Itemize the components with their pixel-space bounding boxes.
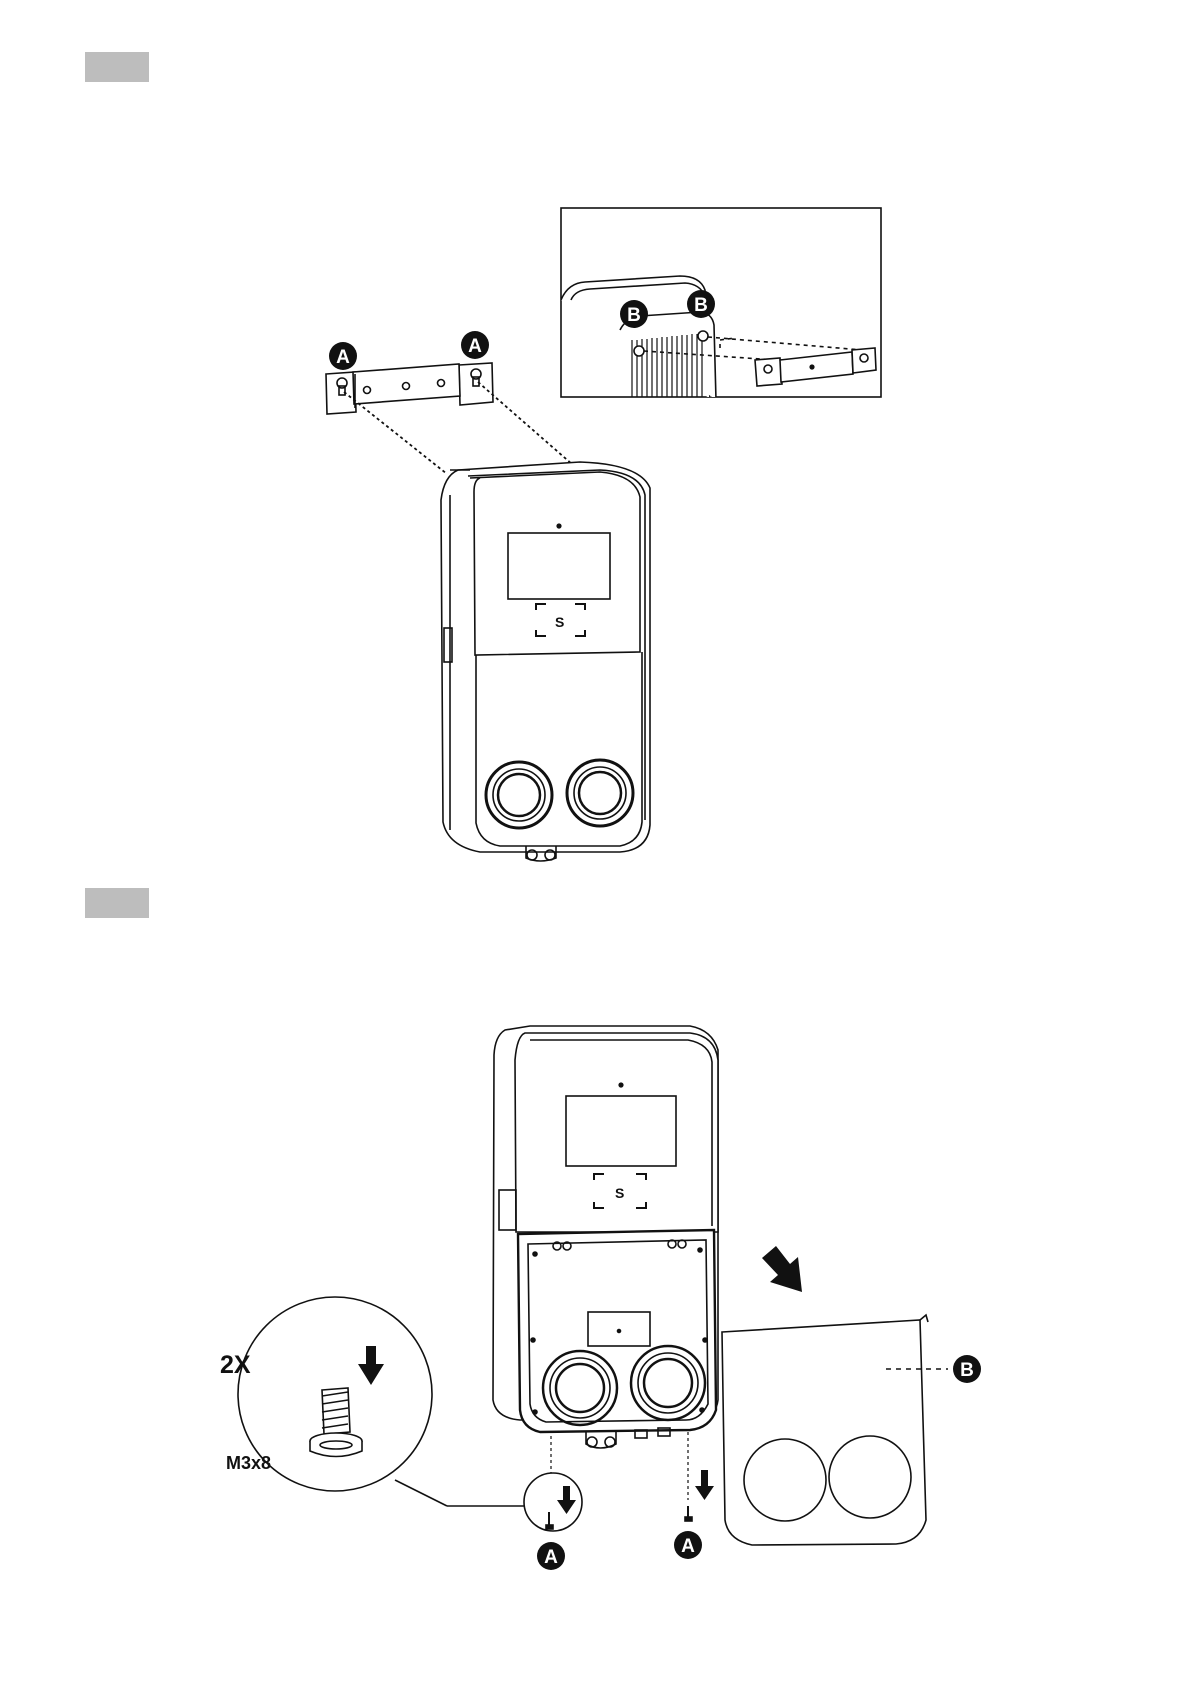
- svg-text:S: S: [555, 614, 564, 630]
- callout-b-inset-right: B: [687, 290, 715, 318]
- callout-a-screw-right: A: [674, 1531, 702, 1559]
- callout-b-cover: B: [953, 1355, 981, 1383]
- svg-text:A: A: [544, 1547, 558, 1568]
- svg-text:S: S: [615, 1185, 624, 1201]
- down-arrow-right-screw-icon: [695, 1470, 714, 1500]
- inset-detail: [561, 208, 881, 400]
- quantity-label: 2X: [220, 1351, 251, 1379]
- svg-text:B: B: [960, 1360, 974, 1381]
- diagonal-arrow-icon: [762, 1246, 802, 1292]
- svg-text:B: B: [627, 305, 641, 326]
- svg-text:A: A: [336, 347, 350, 368]
- callout-a-screw-left: A: [537, 1542, 565, 1570]
- svg-text:A: A: [681, 1536, 695, 1557]
- callout-b-inset-left: B: [620, 300, 648, 328]
- figure-2-cover-removal: S: [238, 1026, 948, 1545]
- svg-text:B: B: [694, 295, 708, 316]
- front-cover-panel: [722, 1315, 948, 1545]
- callout-a-left: A: [329, 342, 357, 370]
- screw-size-label: M3x8: [226, 1453, 271, 1473]
- small-screw-right-icon: [685, 1506, 692, 1521]
- charger-unit-2: S: [493, 1026, 718, 1448]
- svg-text:A: A: [468, 336, 482, 357]
- mounting-bracket: [326, 363, 493, 414]
- figure-1-wall-mounting: S: [326, 208, 881, 861]
- charger-unit-1: S: [441, 462, 650, 861]
- callout-a-right: A: [461, 331, 489, 359]
